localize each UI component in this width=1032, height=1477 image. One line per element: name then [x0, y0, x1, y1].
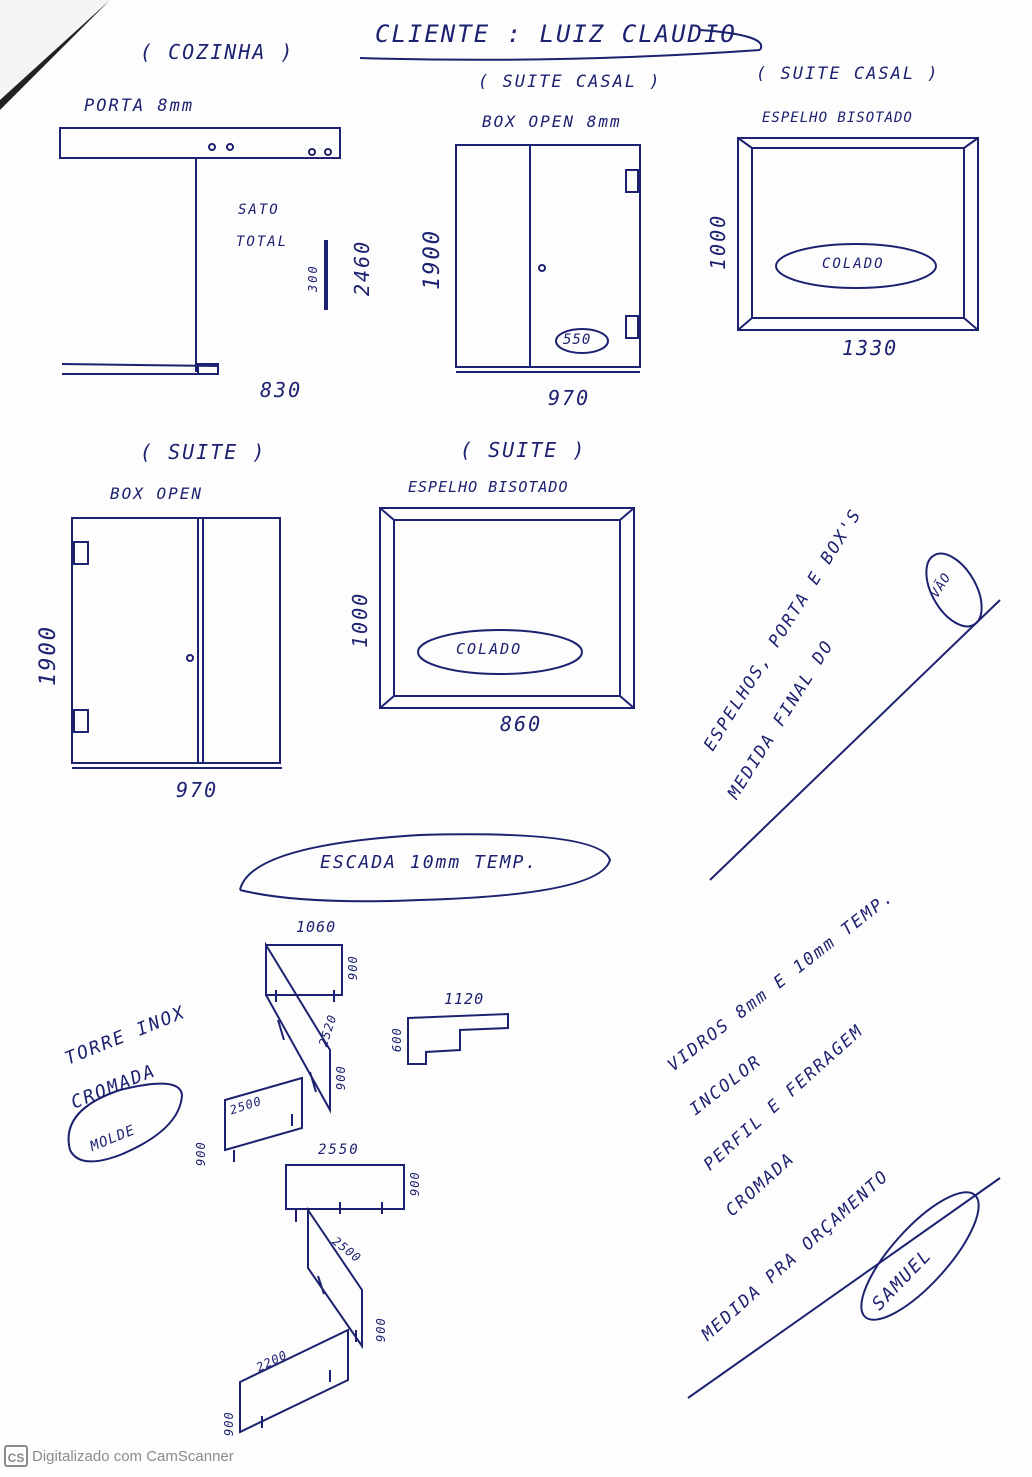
folded-corner — [0, 0, 110, 110]
master-mirror-room: ( SUITE CASAL ) — [756, 64, 940, 84]
suite-mirror-item: ESPELHO BISOTADO — [408, 478, 569, 496]
suite-box-item: BOX OPEN — [110, 484, 204, 503]
suite-mirror-width: 860 — [500, 712, 543, 736]
header-underline — [359, 49, 761, 61]
camscanner-icon: CS — [4, 1445, 28, 1467]
master-box-item: BOX OPEN 8mm — [482, 112, 622, 131]
suite-box-drawing — [71, 517, 282, 769]
camscanner-text: Digitalizado com CamScanner — [32, 1447, 234, 1465]
kitchen-room-label: ( COZINHA ) — [140, 40, 295, 64]
suite-mirror-room: ( SUITE ) — [460, 438, 587, 462]
panel5-height: 900 — [374, 1317, 388, 1342]
master-box-height: 1900 — [420, 229, 445, 290]
panel1-height: 900 — [346, 955, 360, 980]
panel1-width: 1060 — [296, 918, 337, 936]
master-box-room: ( SUITE CASAL ) — [478, 72, 662, 92]
kitchen-handle-size: 300 — [306, 264, 320, 292]
kitchen-height: 2460 — [350, 239, 374, 296]
mold-oval — [67, 1082, 184, 1163]
master-box-drawing — [455, 144, 641, 373]
signature-oval — [860, 1191, 980, 1321]
kitchen-sliding-bottom: TOTAL — [236, 234, 289, 250]
panel2-height: 900 — [334, 1065, 348, 1090]
suite-box-height: 1900 — [36, 625, 61, 686]
diagonal-line-upper — [709, 599, 1001, 881]
suite-mirror-height: 1000 — [348, 591, 372, 648]
header-underline-tail — [699, 29, 763, 51]
master-box-width: 970 — [548, 386, 591, 410]
stairs-title-oval — [239, 833, 612, 903]
master-mirror-tag: COLADO — [822, 256, 885, 272]
stair-panels-drawing — [224, 941, 509, 1434]
suite-mirror-drawing — [379, 507, 635, 709]
kitchen-width: 830 — [260, 378, 303, 402]
suite-box-width: 970 — [176, 778, 219, 802]
stairs-title: ESCADA 10mm TEMP. — [320, 852, 539, 873]
client-header: CLIENTE : LUIZ CLAUDIO — [375, 20, 737, 48]
panel6-height: 900 — [222, 1411, 236, 1436]
camscanner-footer: CS Digitalizado com CamScanner — [4, 1444, 234, 1468]
diagonal-line-lower — [687, 1177, 1001, 1399]
master-mirror-height: 1000 — [706, 213, 730, 270]
vao-circle — [925, 552, 983, 628]
panel4-width: 2550 — [318, 1142, 360, 1158]
step-height: 600 — [390, 1027, 404, 1052]
master-mirror-width: 1330 — [842, 336, 899, 360]
step-width: 1120 — [444, 990, 485, 1008]
master-mirror-item: ESPELHO BISOTADO — [762, 110, 913, 126]
suite-mirror-tag: COLADO — [456, 640, 523, 658]
panel3-height: 900 — [194, 1141, 208, 1166]
master-mirror-drawing — [737, 137, 979, 331]
suite-box-room: ( SUITE ) — [140, 440, 267, 464]
kitchen-item-label: PORTA 8mm — [84, 96, 195, 116]
kitchen-door-drawing — [59, 127, 341, 375]
master-box-tag: 550 — [563, 332, 592, 348]
panel4-height: 900 — [408, 1171, 422, 1196]
kitchen-sliding-top: SATO — [238, 202, 280, 218]
